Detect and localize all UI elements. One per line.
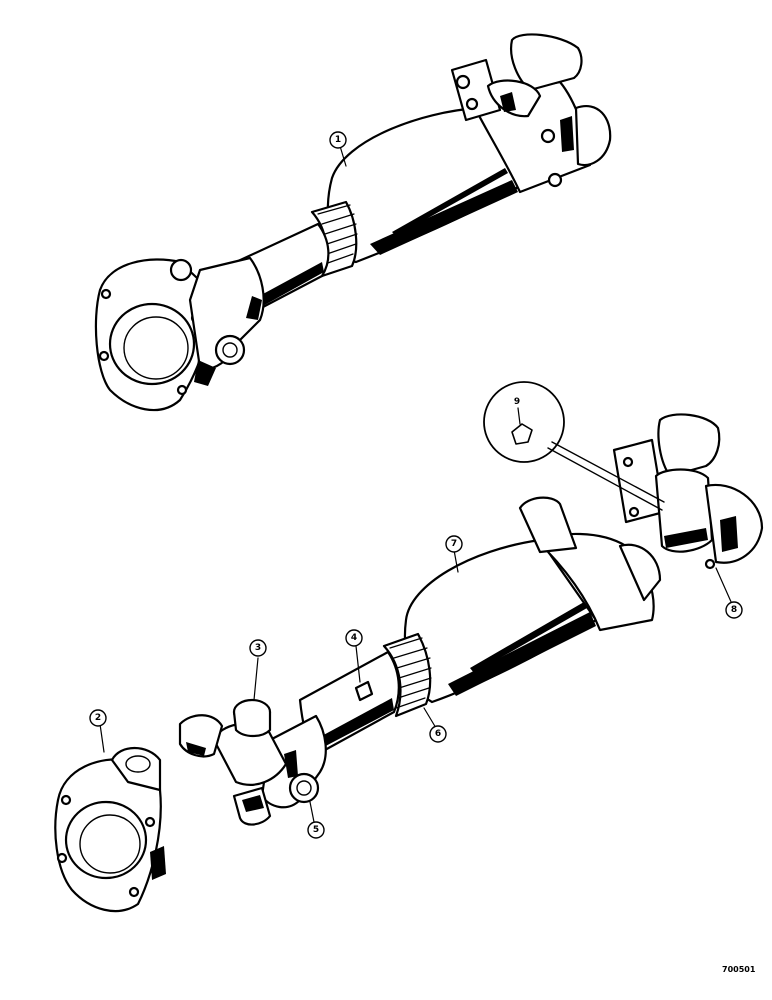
- right-ujoint-bolt-1: [622, 456, 634, 468]
- loose-flange-hole-1: [60, 794, 72, 806]
- callout-leaders: [99, 145, 733, 823]
- lower-yoke-bearing-hole-inner: [296, 780, 312, 796]
- detail-circle: [483, 381, 565, 463]
- upper-left-trunnion: [169, 258, 193, 282]
- ujoint-bearing-bottom-shadow: [242, 795, 264, 812]
- upper-cross-bearing: [486, 79, 542, 118]
- svg-text:6: 6: [435, 729, 441, 739]
- upper-yoke-shadow: [500, 92, 574, 152]
- upper-yoke-bolt-3: [540, 128, 556, 144]
- lower-collar-knurl: [389, 637, 432, 709]
- upper-flange-hole-2: [98, 350, 110, 362]
- ujoint-yoke-shadow: [186, 742, 298, 778]
- upper-yoke-ear-right: [574, 105, 612, 167]
- lower-sleeve-shadow-thin: [470, 602, 587, 673]
- leader-6: [423, 707, 437, 729]
- lower-sleeve-shadow: [448, 612, 596, 696]
- upper-yoke-ear-top: [510, 33, 583, 92]
- svg-text:9: 9: [514, 397, 520, 407]
- upper-sleeve-shadow-thin: [392, 168, 508, 236]
- detail-grease-fitting: [511, 423, 533, 445]
- callout-7: 7: [445, 535, 463, 553]
- leader-8: [715, 567, 733, 605]
- loose-flange-lug: [150, 846, 166, 880]
- upper-flange-hole-3: [176, 384, 188, 396]
- upper-yoke-bolt-1: [455, 74, 471, 90]
- loose-flange-bore-inner: [79, 814, 141, 874]
- leader-3: [253, 657, 259, 701]
- callout-9: 9: [514, 397, 520, 407]
- leader-2: [99, 723, 105, 753]
- exploded-components: [54, 381, 764, 913]
- right-ujoint-yoke: [657, 413, 721, 478]
- detail-leader-line-2: [551, 441, 665, 503]
- lower-slip-shaft-shadow: [318, 698, 394, 750]
- right-ujoint-bolt-3: [704, 558, 716, 570]
- upper-sleeve-shadow: [370, 180, 518, 255]
- svg-text:8: 8: [731, 605, 737, 615]
- svg-text:5: 5: [313, 825, 319, 835]
- callout-6: 6: [429, 725, 447, 743]
- drawing-number: 700501: [722, 965, 756, 974]
- callout-1: 1: [329, 131, 347, 149]
- leader-7: [453, 549, 459, 573]
- upper-flange-bore-inner: [123, 316, 189, 380]
- ujoint-bearing-cap-top-side: [232, 710, 272, 738]
- upper-slip-shaft-shadow: [252, 262, 324, 312]
- leader-1: [339, 145, 347, 167]
- detail-leader-line-1: [547, 447, 663, 511]
- lower-sleeve-yoke-ear-2: [618, 543, 662, 602]
- upper-yoke-bolt-4: [547, 172, 563, 188]
- upper-collar-knurl: [317, 204, 358, 265]
- upper-yoke-bolt-2: [465, 97, 479, 111]
- svg-text:7: 7: [451, 539, 457, 549]
- svg-text:3: 3: [255, 643, 261, 653]
- upper-left-ujoint-shadow: [194, 296, 262, 386]
- svg-text:4: 4: [351, 633, 357, 643]
- ujoint-cross-body: [212, 722, 288, 786]
- callout-4: 4: [345, 629, 363, 647]
- leader-9: [517, 407, 521, 425]
- loose-flange-hub-bore: [125, 755, 151, 773]
- lower-slip-shaft: [298, 650, 400, 758]
- callout-5: 5: [307, 821, 325, 839]
- callouts: 1 2 3 4 5 6 7 8 9: [89, 131, 743, 839]
- leader-4: [355, 645, 361, 683]
- grease-fitting-4: [354, 680, 374, 702]
- leader-5: [309, 801, 315, 823]
- loose-flange-hole-4: [144, 816, 156, 828]
- svg-text:1: 1: [335, 135, 341, 145]
- upper-flange-hole-1: [100, 288, 112, 300]
- loose-flange-hole-3: [128, 886, 140, 898]
- callout-3: 3: [249, 639, 267, 657]
- callout-8: 8: [725, 601, 743, 619]
- assembled-drive-shaft: [94, 33, 612, 412]
- loose-flange-hole-2: [56, 852, 68, 864]
- callout-2: 2: [89, 709, 107, 727]
- upper-left-bearing-cap-slot: [222, 342, 238, 358]
- right-ujoint-shadow: [664, 516, 738, 552]
- svg-text:2: 2: [95, 713, 101, 723]
- right-ujoint-bolt-2: [628, 506, 640, 518]
- lower-sleeve-yoke-ear: [518, 496, 578, 554]
